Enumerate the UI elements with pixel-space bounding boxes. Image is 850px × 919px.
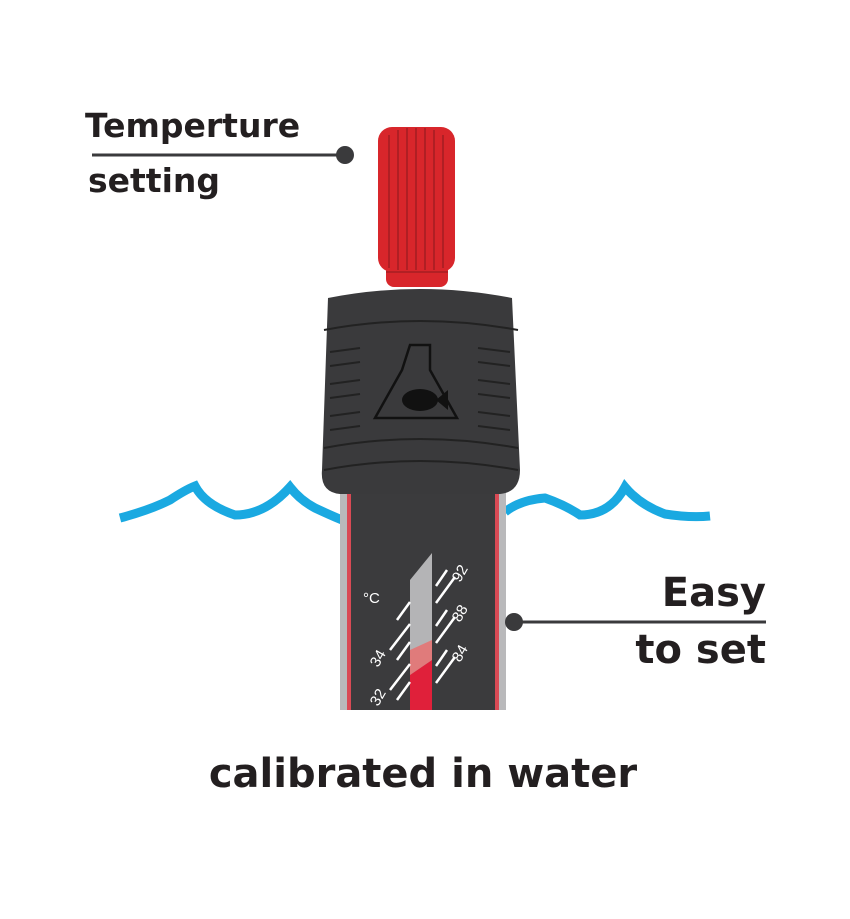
scale-label-92: 92 (449, 562, 472, 585)
callout-dot-icon (505, 613, 523, 631)
easy-label-line1: Easy (662, 570, 766, 616)
scale-label-32: 32 (367, 686, 390, 709)
scale-label-34: 34 (367, 647, 390, 670)
scale-label-88: 88 (449, 602, 472, 625)
unit-label: °C (363, 590, 380, 607)
temperature-label-line2: setting (88, 161, 220, 200)
flask-fish-logo-icon (372, 343, 460, 420)
easy-to-set-callout: Easy to set (505, 570, 766, 673)
caption: calibrated in water (209, 751, 638, 797)
scale-label-84: 84 (449, 642, 472, 665)
temperature-setting-callout: Temperture setting (85, 106, 354, 200)
heater-cap (321, 289, 520, 494)
water-wave-left (118, 479, 344, 525)
water-wave-right (502, 478, 711, 522)
callout-dot-icon (336, 146, 354, 164)
easy-label-line2: to set (635, 627, 766, 673)
temperature-label-line1: Temperture (85, 106, 300, 145)
temperature-scale: °C 34 32 92 88 84 (363, 553, 472, 710)
temperature-knob[interactable] (378, 127, 455, 287)
